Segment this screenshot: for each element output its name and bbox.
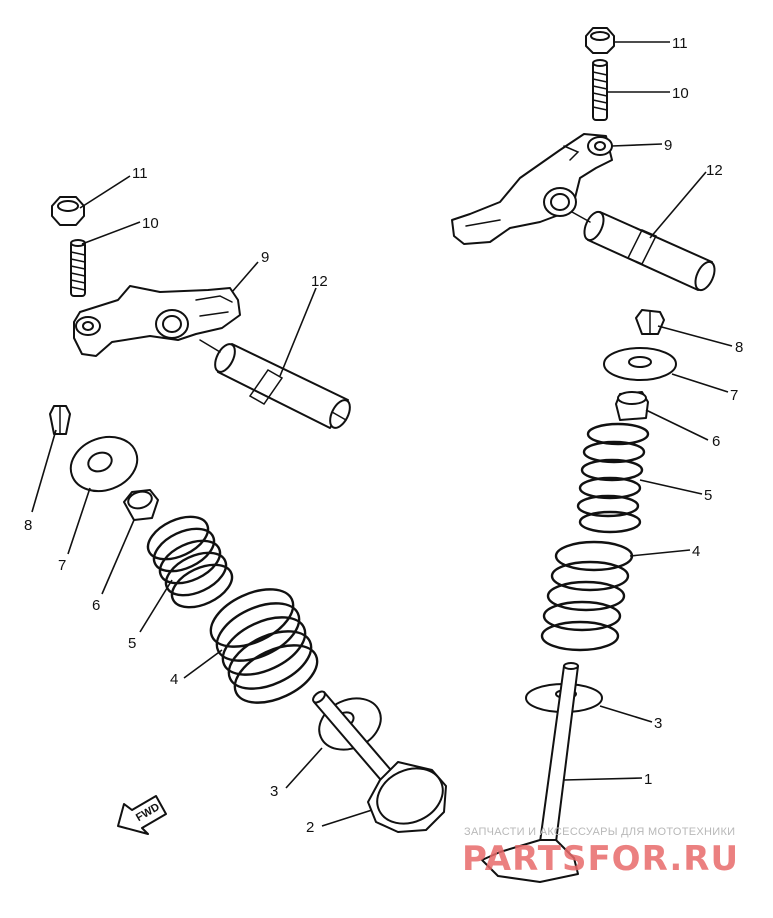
callout-left-11: 11: [132, 165, 148, 182]
callout-left-10: 10: [142, 215, 159, 232]
left-nut-11: [51, 196, 85, 226]
left-rocker-shaft-12: [199, 339, 351, 429]
callout-left-5: 5: [128, 635, 136, 652]
right-spring-seat-6: [615, 391, 649, 421]
callout-right-4: 4: [692, 543, 700, 560]
right-rocker-arm-9: [451, 133, 613, 245]
left-inner-spring-5: [146, 515, 234, 609]
watermark-brand: PARTSFOR.RU: [462, 839, 739, 879]
callout-right-7: 7: [730, 387, 738, 404]
callout-right-6: 6: [712, 433, 720, 450]
right-retainer-7: [603, 347, 677, 381]
leader-lines: [31, 41, 733, 827]
callout-left-2: 2: [306, 819, 314, 836]
left-spring-seat-6: [123, 489, 159, 521]
callout-left-8: 8: [24, 517, 32, 534]
watermark: ЗАПЧАСТИ И АКСЕССУАРЫ ДЛЯ МОТОТЕХНИКИ PA…: [462, 826, 739, 879]
right-inner-spring-5: [576, 422, 650, 534]
callout-left-12: 12: [311, 273, 328, 290]
right-valve-1: [481, 662, 579, 883]
callout-right-9: 9: [664, 137, 672, 154]
callout-right-1: 1: [644, 771, 652, 788]
callout-right-12: 12: [706, 162, 723, 179]
left-valve-2: [312, 690, 447, 833]
left-cotter-8: [49, 405, 71, 435]
callout-left-4: 4: [170, 671, 178, 688]
left-retainer-7: [69, 435, 139, 493]
right-nut-11: [585, 27, 615, 54]
callout-right-3: 3: [654, 715, 662, 732]
right-adjuster-10: [592, 59, 608, 121]
right-outer-spring-4: [540, 540, 634, 652]
callout-numbers: 11 10 9 12 8 7 6 5 4 3 2 11 10 9 12 8 7 …: [24, 35, 743, 836]
left-adjuster-10: [70, 239, 86, 297]
callout-right-5: 5: [704, 487, 712, 504]
callout-right-11: 11: [672, 35, 688, 52]
callout-left-6: 6: [92, 597, 100, 614]
fwd-arrow: FWD: [117, 795, 167, 835]
left-outer-spring-4: [209, 588, 319, 704]
callout-right-10: 10: [672, 85, 689, 102]
callout-left-7: 7: [58, 557, 66, 574]
right-cotter-8: [635, 309, 665, 335]
callout-left-3: 3: [270, 783, 278, 800]
right-rocker-shaft-12: [571, 210, 716, 292]
watermark-tagline: ЗАПЧАСТИ И АКСЕССУАРЫ ДЛЯ МОТОТЕХНИКИ: [464, 826, 735, 838]
callout-right-8: 8: [735, 339, 743, 356]
left-rocker-arm-9: [73, 285, 241, 357]
callout-left-9: 9: [261, 249, 269, 266]
